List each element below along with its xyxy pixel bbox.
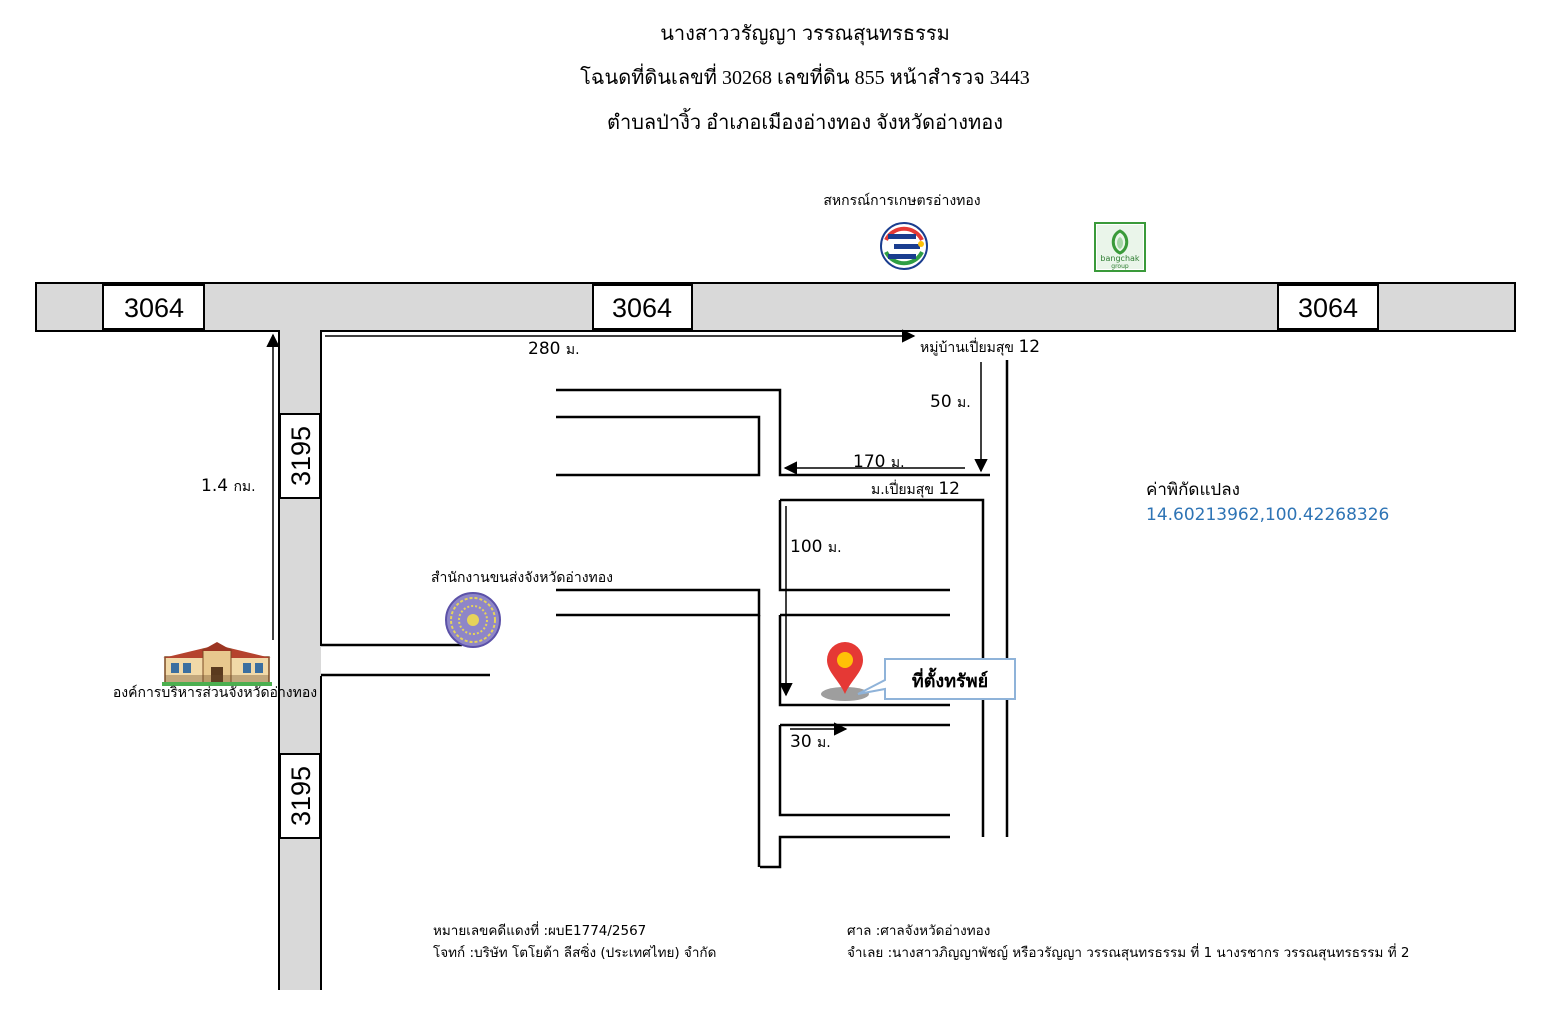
provincial-admin-building-icon xyxy=(162,642,272,686)
coop-label: สหกรณ์การเกษตรอ่างทอง xyxy=(823,192,980,209)
distance-label-100: 100 ม. xyxy=(790,537,842,557)
road-sign-3195-lower-label: 3195 xyxy=(286,766,316,826)
property-label: ที่ตั้งทรัพย์ xyxy=(912,667,988,692)
road-sign-3064-left-label: 3064 xyxy=(124,293,184,323)
header-owner: นางสาววรัญญา วรรณสุนทรธรรม xyxy=(660,23,950,46)
distance-label-50: 50 ม. xyxy=(930,392,971,412)
road-sign-3195-lower xyxy=(279,753,321,839)
plaintiff: โจทก์ :บริษัท โตโยต้า ลีสซิ่ง (ประเทศไทย… xyxy=(433,943,716,961)
village-street-grid xyxy=(556,360,1009,869)
distance-label-30: 30 ม. xyxy=(790,732,831,752)
court: ศาล :ศาลจังหวัดอ่างทอง xyxy=(847,923,990,939)
village-short-label: ม.เปี่ยมสุข 12 xyxy=(871,479,960,499)
road-sign-3064-center xyxy=(592,284,693,330)
case-number: หมายเลขคดีแดงที่ :ผบE1774/2567 xyxy=(433,921,646,939)
coordinates-value: 14.60213962,100.42268326 xyxy=(1146,505,1389,525)
transport-office-label: สำนักงานขนส่งจังหวัดอ่างทอง xyxy=(431,570,613,586)
distance-label-280: 280 ม. xyxy=(528,339,580,359)
road-sign-3195-upper-label: 3195 xyxy=(286,426,316,486)
coop-logo-icon xyxy=(880,222,928,270)
defendant: จำเลย :นางสาวภิญญาพัชญ์ หรือวรัญญา วรรณส… xyxy=(847,943,1410,961)
header-deed: โฉนดที่ดินเลขที่ 30268 เลขที่ดิน 855 หน้… xyxy=(580,63,1030,89)
transport-office-seal-icon xyxy=(445,592,501,648)
road-sign-3195-upper xyxy=(279,413,321,499)
header-location: ตำบลป่างิ้ว อำเภอเมืองอ่างทอง จังหวัดอ่า… xyxy=(607,108,1003,134)
road-sign-3064-left xyxy=(102,284,205,330)
coordinates-title: ค่าพิกัดแปลง xyxy=(1146,480,1240,500)
road-sign-3064-center-label: 3064 xyxy=(612,293,672,323)
distance-label-1-4km: 1.4 กม. xyxy=(201,476,256,496)
property-pin-icon xyxy=(821,642,869,701)
svg-text:bangchak: bangchak xyxy=(1100,254,1140,263)
bangchak-logo-icon: bangchak group xyxy=(1094,222,1146,272)
soi-transport-office xyxy=(321,643,490,677)
distance-label-170: 170 ม. xyxy=(853,452,905,472)
route-arrows xyxy=(266,329,988,736)
provincial-admin-label: องค์การบริหารส่วนจังหวัดอ่างทอง xyxy=(113,684,317,701)
village-label: หมู่บ้านเปี่ยมสุข 12 xyxy=(920,337,1040,357)
svg-text:group: group xyxy=(1111,263,1129,270)
road-sign-3064-right-label: 3064 xyxy=(1298,293,1358,323)
road-sign-3064-right xyxy=(1277,284,1379,330)
property-callout: ที่ตั้งทรัพย์ xyxy=(857,658,1016,700)
main-road-3064 xyxy=(35,282,1516,332)
